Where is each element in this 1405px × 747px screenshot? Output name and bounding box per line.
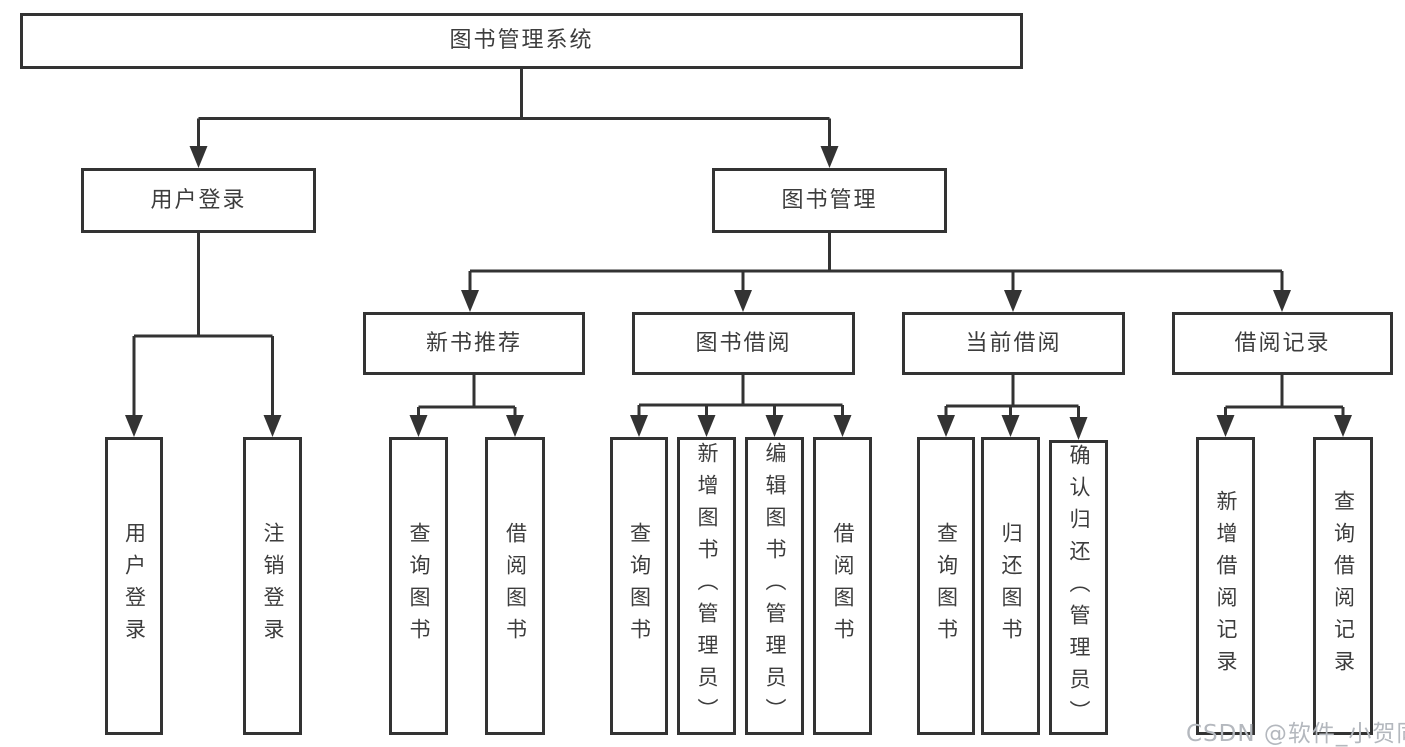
leaf-add-borrow-record: 新增借阅记录	[1196, 437, 1255, 735]
node-label: 用户登录	[150, 187, 247, 213]
leaf-label: 借阅图书	[503, 522, 528, 650]
arrowhead-icon	[125, 415, 143, 437]
leaf-label: 新增图书（管理员）	[695, 442, 719, 730]
leaf-label: 注销登录	[261, 522, 285, 650]
connector-new-book-recommend-children	[409, 375, 524, 437]
leaf-query-borrow-record: 查询借阅记录	[1313, 437, 1373, 735]
node-label: 图书管理	[781, 187, 878, 213]
node-user-login: 用户登录	[81, 168, 316, 233]
node-label: 新书推荐	[425, 330, 522, 356]
arrowhead-icon	[1216, 415, 1235, 437]
arrowhead-icon	[409, 415, 428, 437]
leaf-user-login: 用户登录	[105, 437, 163, 735]
leaf-return-books: 归还图书	[981, 437, 1040, 735]
arrowhead-icon	[189, 146, 208, 168]
arrowhead-icon	[506, 415, 524, 437]
connector-book-borrow-children	[630, 375, 852, 437]
csdn-watermark: CSDN @软件_小贺同学	[1186, 721, 1405, 747]
leaf-borrow-books: 借阅图书	[813, 437, 872, 735]
leaf-query-books-borrow: 查询图书	[610, 437, 668, 735]
arrowhead-icon	[833, 415, 852, 437]
node-book-borrow: 图书借阅	[632, 312, 855, 375]
leaf-logout: 注销登录	[243, 437, 302, 735]
connector-book-management-children	[461, 233, 1291, 312]
arrowhead-icon	[461, 290, 479, 312]
arrowhead-icon	[1004, 290, 1022, 312]
node-new-book-recommend: 新书推荐	[363, 312, 585, 375]
connector-lines	[468, 233, 1284, 296]
node-library-management-system: 图书管理系统	[20, 13, 1023, 69]
leaf-label: 查询图书	[407, 522, 431, 650]
leaf-query-books-current: 查询图书	[917, 437, 975, 735]
arrowhead-icon	[765, 415, 784, 437]
node-label: 图书借阅	[695, 330, 792, 356]
leaf-confirm-return-admin: 确认归还（管理员）	[1049, 440, 1108, 735]
arrowhead-icon	[1334, 415, 1352, 437]
leaf-label: 借阅图书	[831, 522, 855, 650]
connector-root-to-level2	[189, 69, 839, 168]
arrowhead-icon	[630, 415, 648, 437]
leaf-add-book-admin: 新增图书（管理员）	[677, 437, 736, 735]
arrowhead-icon	[1001, 415, 1020, 437]
arrowhead-icon	[734, 290, 752, 312]
connector-lines	[132, 233, 274, 421]
node-label: 借阅记录	[1234, 330, 1331, 356]
node-book-management: 图书管理	[712, 168, 947, 233]
arrowhead-icon	[263, 415, 282, 437]
connector-lines	[637, 375, 844, 421]
node-current-borrow: 当前借阅	[902, 312, 1125, 375]
leaf-label: 编辑图书（管理员）	[763, 442, 787, 730]
connector-lines	[944, 375, 1080, 421]
leaf-query-books-recommend: 查询图书	[389, 437, 448, 735]
node-label: 当前借阅	[965, 330, 1062, 356]
connector-lines	[417, 375, 517, 421]
connector-current-borrow-children	[937, 375, 1088, 440]
leaf-label: 归还图书	[999, 522, 1023, 650]
arrowhead-icon	[1069, 417, 1088, 440]
node-borrow-records: 借阅记录	[1172, 312, 1393, 375]
leaf-label: 查询图书	[627, 522, 652, 650]
leaf-label: 新增借阅记录	[1214, 490, 1238, 682]
connector-borrow-records-children	[1216, 375, 1352, 437]
leaf-label: 查询借阅记录	[1331, 490, 1356, 682]
connector-lines	[197, 69, 831, 150]
arrowhead-icon	[697, 415, 716, 437]
arrowhead-icon	[937, 415, 955, 437]
arrowhead-icon	[1273, 290, 1291, 312]
arrowhead-icon	[820, 146, 839, 168]
connector-lines	[1224, 375, 1345, 421]
leaf-label: 用户登录	[122, 522, 147, 650]
leaf-edit-book-admin: 编辑图书（管理员）	[745, 437, 804, 735]
connector-user-login-children	[125, 233, 282, 437]
node-label: 图书管理系统	[449, 28, 594, 53]
leaf-borrow-books-recommend: 借阅图书	[485, 437, 545, 735]
leaf-label: 确认归还（管理员）	[1067, 443, 1091, 732]
leaf-label: 查询图书	[934, 522, 959, 650]
